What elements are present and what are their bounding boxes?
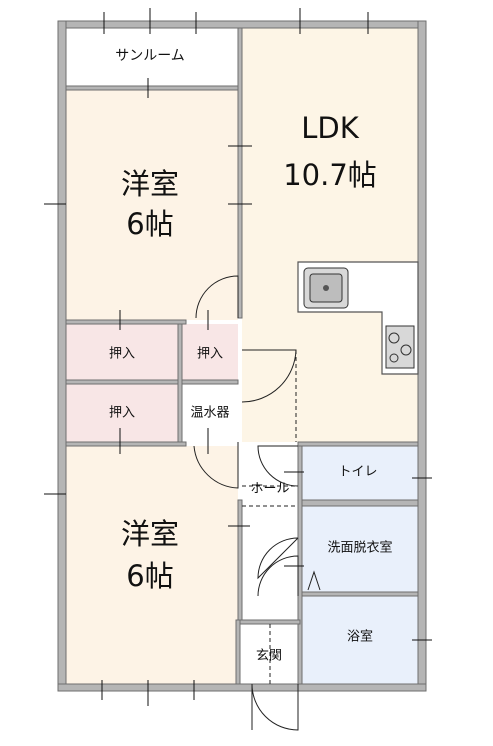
wall-closet-bottom bbox=[65, 441, 187, 447]
toilet-area bbox=[302, 446, 418, 500]
western-room-top-area bbox=[66, 90, 238, 320]
wall-toilet-bottom bbox=[301, 499, 419, 507]
wall-entrance-left bbox=[235, 619, 241, 685]
wall-center-lower bbox=[237, 499, 243, 623]
western-bottom-name-label: 洋室 bbox=[121, 517, 179, 551]
wall-ldk-bottom bbox=[297, 441, 419, 447]
kitchen-counter bbox=[297, 261, 419, 375]
western-top-size-label: 6帖 bbox=[126, 207, 173, 241]
wall-wash-bottom bbox=[301, 591, 419, 597]
bath-area bbox=[302, 596, 418, 684]
wall-top bbox=[57, 20, 427, 29]
closet-left-2-label: 押入 bbox=[109, 406, 135, 421]
washroom-area bbox=[302, 506, 418, 592]
entrance-label: 玄関 bbox=[256, 649, 282, 664]
hall-label: ホール bbox=[250, 482, 289, 497]
water-heater-area bbox=[182, 384, 238, 442]
wall-room-closet bbox=[65, 319, 187, 325]
wall-wet-left bbox=[297, 445, 303, 685]
ldk-area bbox=[242, 28, 418, 442]
sunroom-area bbox=[66, 28, 238, 86]
wall-sunroom-bottom bbox=[65, 85, 239, 91]
wall-closet-mid bbox=[65, 379, 239, 385]
western-bottom-size-label: 6帖 bbox=[126, 559, 173, 593]
toilet-label: トイレ bbox=[338, 465, 377, 480]
ldk-name-label: LDK bbox=[301, 111, 359, 145]
closet-right-area bbox=[182, 324, 238, 380]
sunroom-label: サンルーム bbox=[115, 48, 185, 64]
closet-left-1-area bbox=[66, 324, 180, 380]
bath-label: 浴室 bbox=[347, 629, 373, 645]
western-top-name-label: 洋室 bbox=[121, 167, 179, 201]
washroom-label: 洗面脱衣室 bbox=[327, 540, 392, 556]
window-marks bbox=[44, 8, 432, 706]
water-heater-label: 温水器 bbox=[190, 406, 229, 421]
door-swings bbox=[193, 275, 299, 731]
ldk-size-label: 10.7帖 bbox=[283, 158, 377, 192]
western-room-bottom-area bbox=[66, 446, 238, 684]
closet-left-2-area bbox=[66, 384, 180, 442]
wall-left bbox=[57, 20, 67, 692]
closet-left-1-label: 押入 bbox=[109, 347, 135, 362]
wall-entrance-top bbox=[239, 619, 301, 625]
wall-center-upper bbox=[237, 27, 243, 319]
wall-bottom bbox=[57, 683, 427, 692]
vanity-mark bbox=[307, 570, 321, 591]
wall-right bbox=[417, 20, 427, 692]
closet-right-label: 押入 bbox=[197, 347, 223, 362]
hall-area bbox=[240, 442, 302, 622]
wall-closet-divider bbox=[177, 323, 183, 443]
entrance-area bbox=[240, 624, 298, 684]
